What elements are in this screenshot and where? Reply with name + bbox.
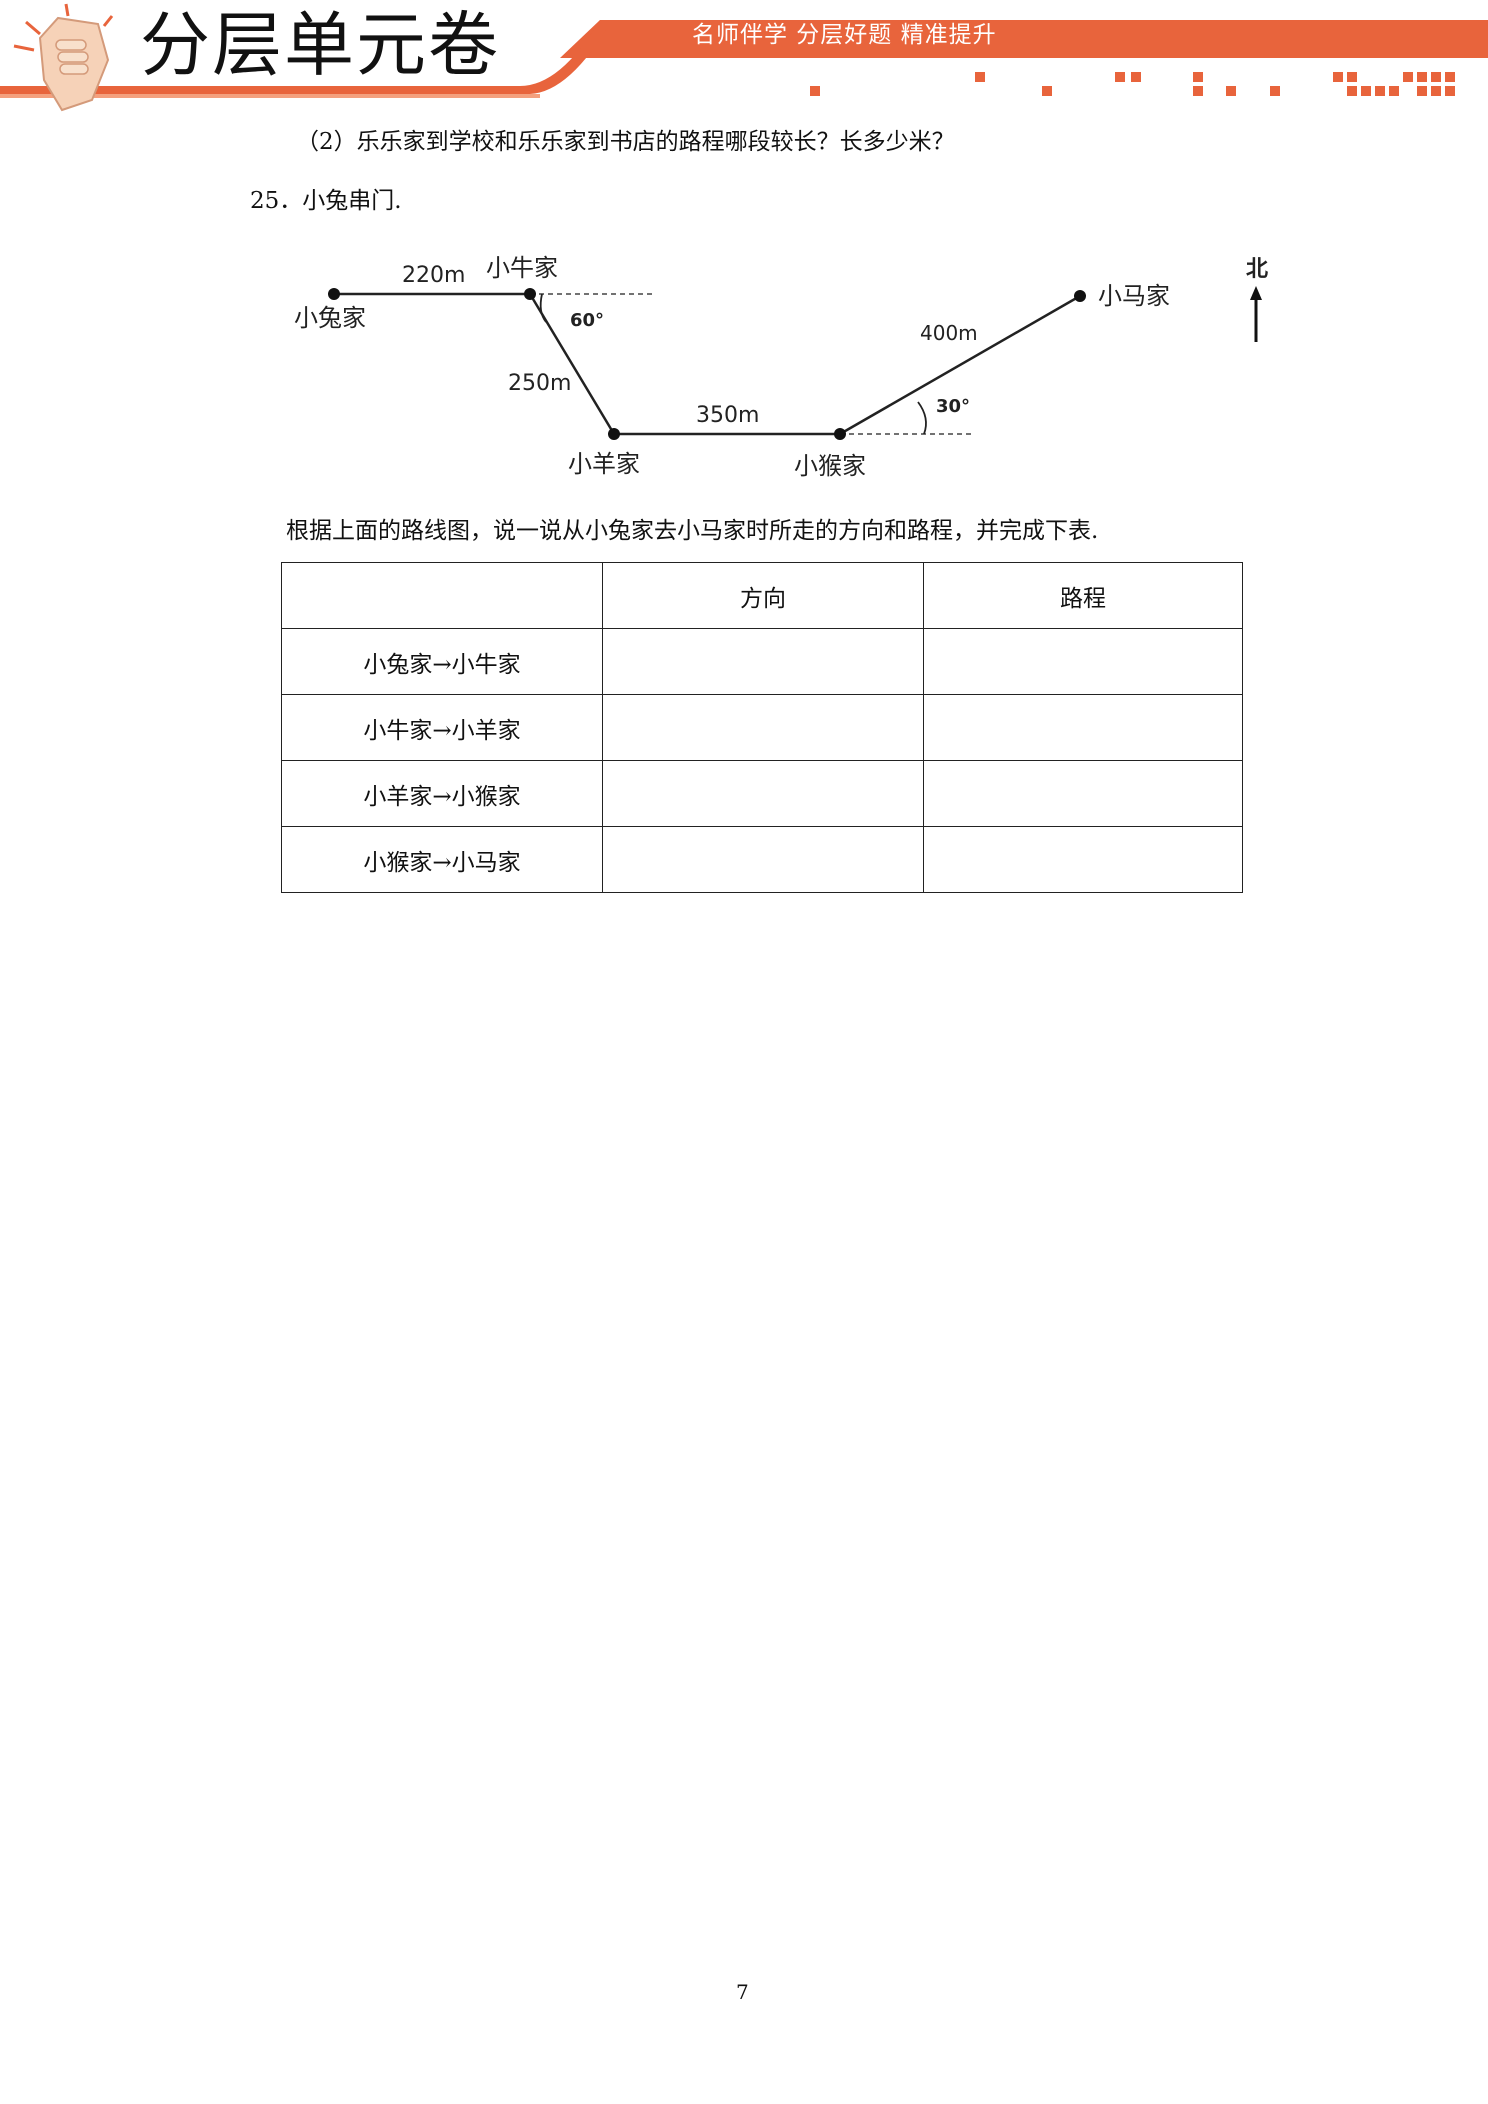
- distance-sheep-monkey: 350m: [696, 403, 759, 428]
- distance-rabbit-ox: 220m: [402, 263, 465, 288]
- table-header-row: 方向 路程: [281, 562, 1243, 629]
- row-label: 小牛家→小羊家: [281, 694, 603, 761]
- angle-arc-monkey: [917, 401, 927, 435]
- label-monkey: 小猴家: [794, 452, 866, 480]
- direction-answer-cell[interactable]: [602, 694, 924, 761]
- label-rabbit: 小兔家: [294, 304, 366, 332]
- label-horse: 小马家: [1098, 282, 1170, 310]
- distance-answer-cell[interactable]: [923, 826, 1243, 893]
- route-diagram: 北 小兔家 小牛家 小羊家 小猴家 小马家 220m 250m 350m 400…: [294, 254, 1268, 480]
- table-row: 小牛家→小羊家: [281, 694, 1243, 761]
- label-sheep: 小羊家: [568, 450, 640, 478]
- row-label: 小兔家→小牛家: [281, 628, 603, 695]
- point-horse: [1074, 290, 1086, 302]
- header-slogan: 名师伴学 分层好题 精准提升: [692, 22, 997, 48]
- direction-answer-cell[interactable]: [602, 826, 924, 893]
- distance-answer-cell[interactable]: [923, 694, 1243, 761]
- point-sheep: [608, 428, 620, 440]
- point-rabbit: [328, 288, 340, 300]
- decorative-squares: [810, 72, 1455, 96]
- answer-table: 方向 路程 小兔家→小牛家 小牛家→小羊家 小羊家→小猴家 小猴家→小马家: [281, 562, 1243, 893]
- table-header-direction: 方向: [602, 562, 924, 629]
- direction-answer-cell[interactable]: [602, 628, 924, 695]
- row-label: 小羊家→小猴家: [281, 760, 603, 827]
- north-arrow-icon: [1250, 286, 1262, 342]
- point-ox: [524, 288, 536, 300]
- table-row: 小兔家→小牛家: [281, 628, 1243, 695]
- page-header: 分层单元卷 名师伴学 分层好题 精准提升: [0, 0, 1488, 120]
- route-monkey-horse: [839, 294, 1081, 436]
- distance-monkey-horse: 400m: [920, 321, 978, 345]
- brand-title: 分层单元卷: [140, 4, 500, 86]
- table-header-empty: [281, 562, 603, 629]
- angle-label-ox: 60°: [570, 310, 604, 331]
- distance-ox-sheep: 250m: [508, 371, 571, 396]
- question-25-title: 25．小兔串门.: [250, 188, 402, 214]
- direction-answer-cell[interactable]: [602, 760, 924, 827]
- angle-arc-ox: [539, 293, 547, 323]
- angle-label-monkey: 30°: [936, 396, 970, 417]
- header-orange-bar: [560, 20, 1488, 58]
- north-label: 北: [1246, 257, 1268, 282]
- header-underline: [0, 94, 540, 98]
- table-row: 小猴家→小马家: [281, 826, 1243, 893]
- page-number: 7: [736, 1980, 749, 2004]
- label-ox: 小牛家: [486, 254, 558, 282]
- header-banner-graphic: [0, 3, 1488, 112]
- question-25-instruction: 根据上面的路线图，说一说从小兔家去小马家时所走的方向和路程，并完成下表.: [286, 518, 1099, 544]
- point-monkey: [834, 428, 846, 440]
- distance-answer-cell[interactable]: [923, 628, 1243, 695]
- row-label: 小猴家→小马家: [281, 826, 603, 893]
- fist-icon: [13, 3, 114, 112]
- distance-answer-cell[interactable]: [923, 760, 1243, 827]
- table-row: 小羊家→小猴家: [281, 760, 1243, 827]
- table-header-distance: 路程: [923, 562, 1243, 629]
- question-part2: （2）乐乐家到学校和乐乐家到书店的路程哪段较长？长多少米？: [296, 129, 955, 155]
